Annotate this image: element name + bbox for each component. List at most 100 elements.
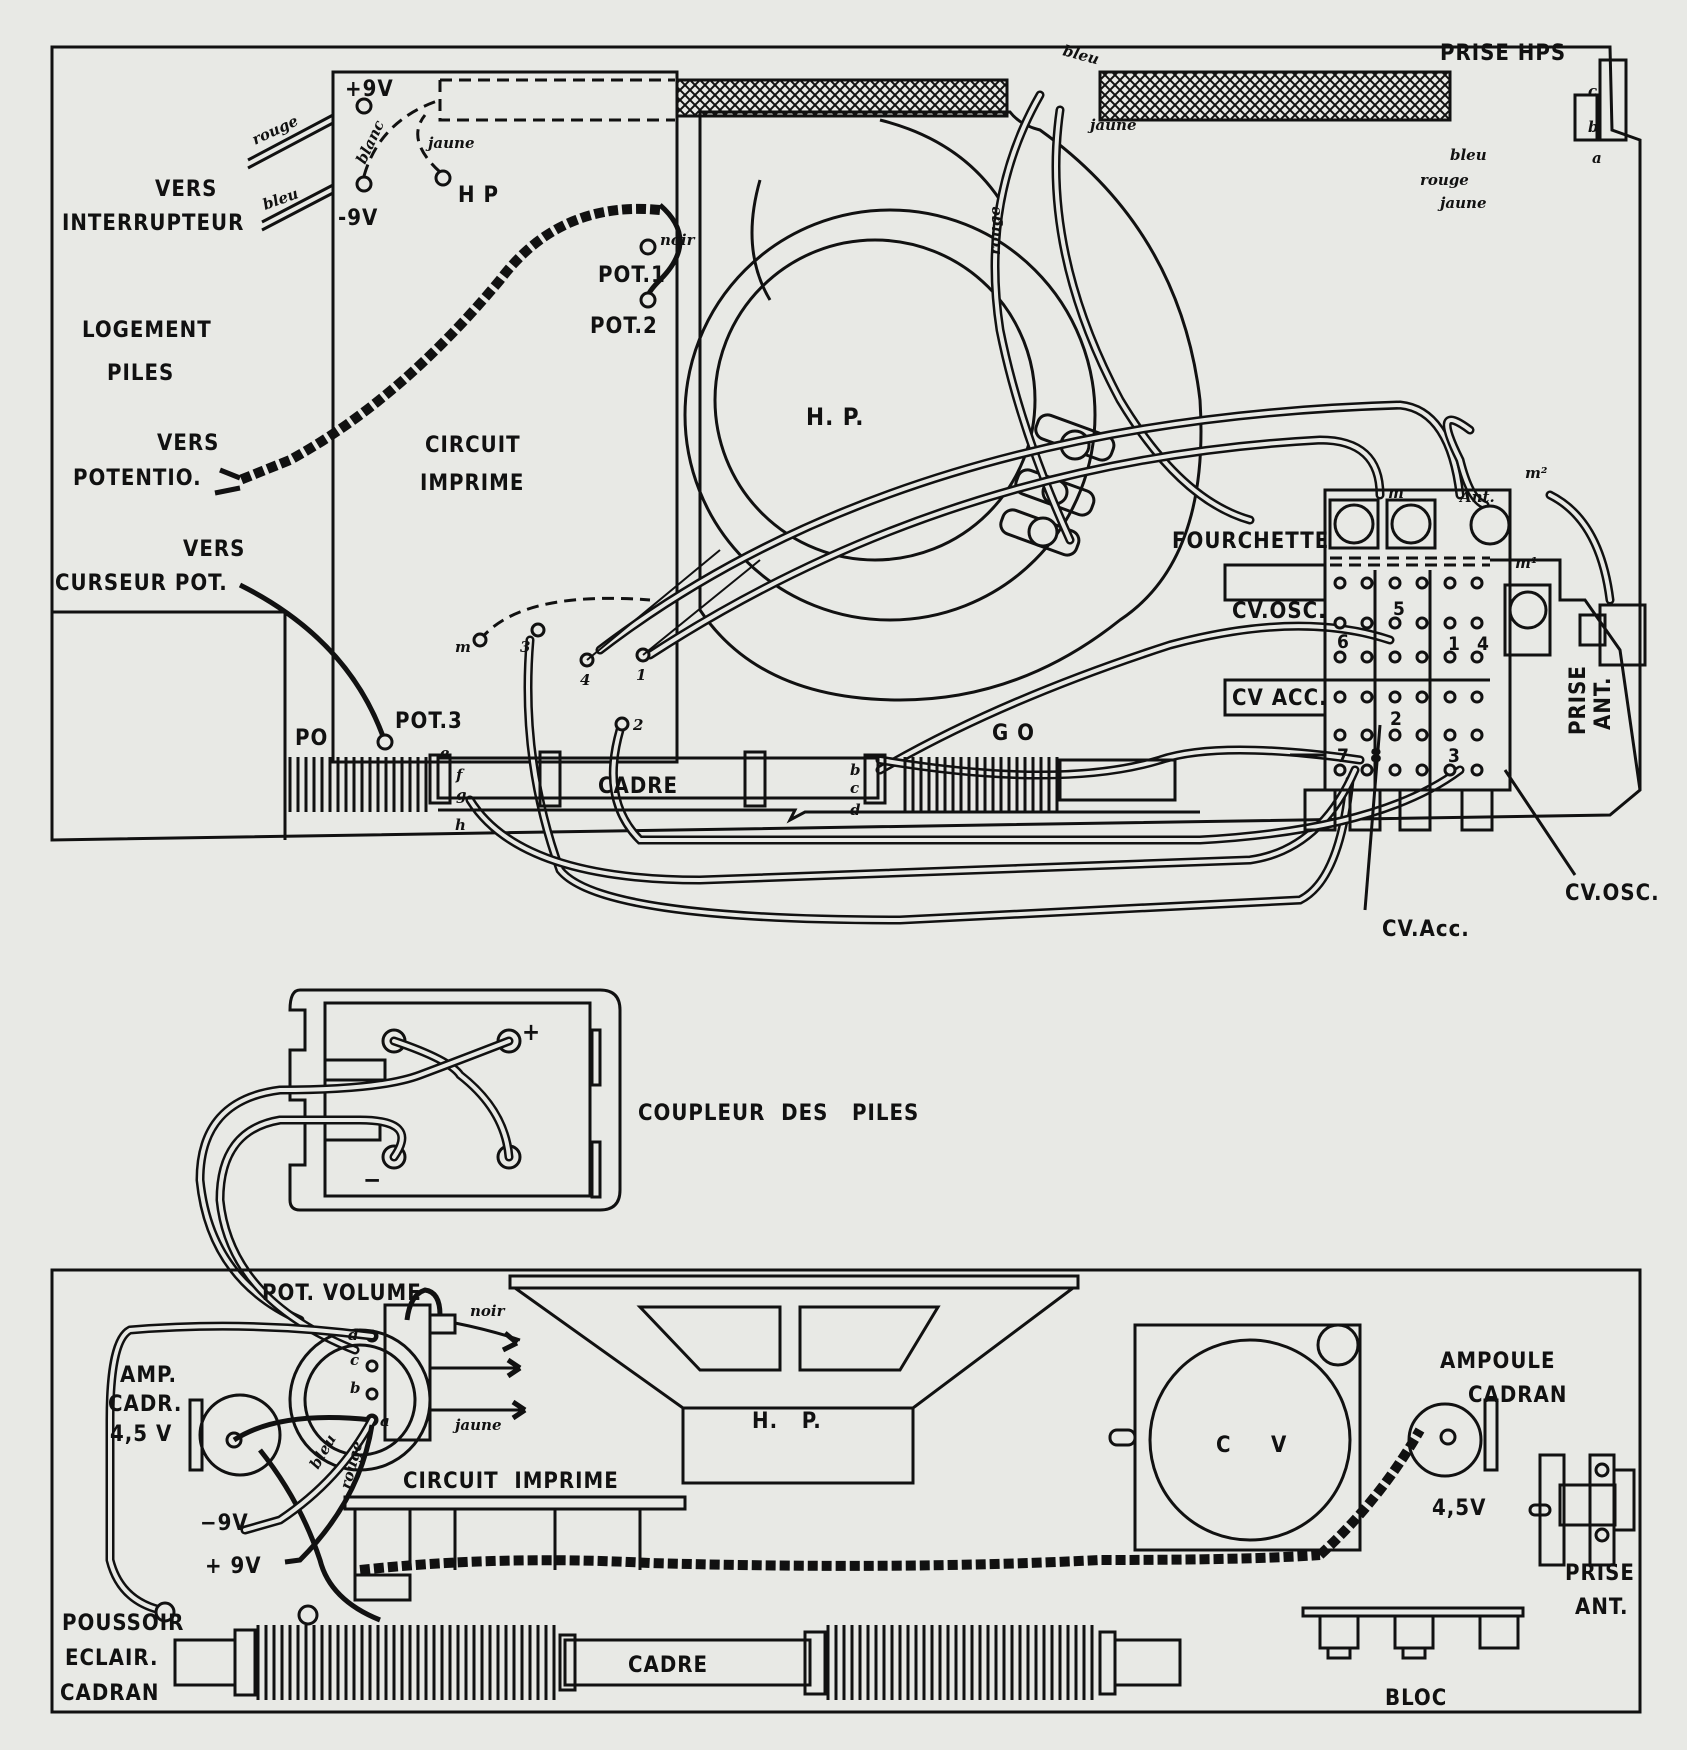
wire-blanc xyxy=(362,98,441,177)
twisted-wire xyxy=(359,1550,1321,1575)
wire-bleu-front xyxy=(258,1448,381,1623)
hps-jack xyxy=(1598,58,1628,142)
wire-label-bleu: bleu xyxy=(260,184,301,213)
wire-jaune xyxy=(416,114,442,174)
label-ampoule: AMPOULE xyxy=(1440,1349,1556,1374)
tuning-block xyxy=(1223,488,1647,792)
label-coupleur: COUPLEUR DES PILES xyxy=(638,1101,919,1126)
lamp-left xyxy=(188,1393,282,1477)
block-solder-point xyxy=(1415,763,1429,777)
label-cadre-top: CADRE xyxy=(598,774,678,799)
label-prise-ant-front-2: ANT. xyxy=(1575,1595,1629,1620)
frame-pin-f: f xyxy=(455,766,465,784)
pcb-point-m xyxy=(472,632,488,648)
frame-pin-h: h xyxy=(455,816,466,834)
wire-noir-jaune xyxy=(644,203,683,308)
frame-pin-e: e xyxy=(440,744,450,762)
loudspeaker-outer-ring xyxy=(683,208,1097,622)
variable-capacitor xyxy=(1108,1323,1362,1552)
block-mark-m: m xyxy=(1388,484,1404,502)
label-prise-ant-front-1: PRISE xyxy=(1565,1561,1635,1586)
block-num-4: 4 xyxy=(1477,633,1490,655)
label-prise-ant-1: PRISE xyxy=(1566,665,1591,735)
coil-front-left xyxy=(256,1625,556,1700)
label-cadre-front: CADRE xyxy=(628,1653,708,1678)
pointer-cv-osc xyxy=(1503,769,1577,876)
label-vers-interrupteur-1: VERS xyxy=(155,177,217,202)
coil-go xyxy=(903,757,1059,812)
label-cv-acc: CV ACC. xyxy=(1232,686,1328,711)
block-solder-point xyxy=(1443,763,1457,777)
hps-jack-body xyxy=(1573,93,1599,142)
block-solder-point xyxy=(1333,763,1347,777)
front-antenna-jack xyxy=(1528,1453,1636,1567)
pointer-cv-acc xyxy=(1363,724,1382,911)
frame-pin-c: c xyxy=(850,779,859,797)
front-chassis-outline xyxy=(50,1268,1642,1714)
frame-pin-g: g xyxy=(456,786,467,804)
label-poussoir: POUSSOIR xyxy=(62,1611,184,1636)
block-num-7: 7 xyxy=(1337,745,1350,767)
pcb-label-m: m xyxy=(455,638,471,656)
wire-bleu xyxy=(261,183,334,232)
block-solder-point xyxy=(1470,690,1484,704)
wire-label-jaune-hps: jaune xyxy=(1087,116,1137,134)
braided-wire-pot xyxy=(238,203,661,485)
wire-label-jaune-right: jaune xyxy=(1437,194,1487,212)
top-view xyxy=(50,45,1647,925)
hps-pin-a: a xyxy=(1592,149,1602,167)
label-eclair: ECLAIR. xyxy=(65,1646,159,1671)
block-solder-point xyxy=(1415,728,1429,742)
wires-4-1 xyxy=(586,549,761,661)
wire-label-noir: noir xyxy=(660,231,696,249)
loudspeaker-frame xyxy=(698,110,1203,702)
pot-pin-c: c xyxy=(350,1351,359,1369)
coupler-minus: − xyxy=(363,1166,382,1194)
block-solder-point xyxy=(1443,616,1457,630)
label-circuit-imprime-front: CIRCUIT IMPRIME xyxy=(403,1469,619,1494)
block-solder-point xyxy=(1470,728,1484,742)
front-view xyxy=(50,1268,1642,1714)
block-solder-point xyxy=(1470,576,1484,590)
label-piles: PILES xyxy=(107,361,174,386)
block-solder-point xyxy=(1470,763,1484,777)
label-hp-terminal: H P xyxy=(458,183,499,208)
frame-pin-d: d xyxy=(850,801,861,819)
block-num-3: 3 xyxy=(1448,745,1461,767)
label-vers-curseur-2: CURSEUR POT. xyxy=(55,571,228,596)
label-fourchette: FOURCHETTE xyxy=(1172,529,1329,554)
label-vers-interrupteur-2: INTERRUPTEUR xyxy=(62,211,244,236)
pcb-label-4: 4 xyxy=(580,671,590,689)
coil-front-right xyxy=(826,1625,1094,1700)
label-cv: C V xyxy=(1216,1433,1287,1458)
label-cadran-push: CADRAN xyxy=(60,1681,159,1706)
label-4-5v-right: 4,5V xyxy=(1432,1496,1486,1521)
lamp-wire xyxy=(232,1415,373,1443)
arrow-potentio xyxy=(214,467,241,496)
shielded-cable-right xyxy=(1098,70,1452,122)
label-imprime: IMPRIME xyxy=(420,471,524,496)
label-vers-curseur-1: VERS xyxy=(183,537,245,562)
terminal-plus-9v xyxy=(355,97,373,115)
wire-label-blanc: blanc xyxy=(352,117,388,166)
label-po: PO xyxy=(295,726,328,751)
terminal-hp xyxy=(434,169,452,187)
label-bloc: BLOC xyxy=(1385,1686,1447,1711)
block-solder-point xyxy=(1333,576,1347,590)
block-solder-point xyxy=(1443,728,1457,742)
block-solder-point xyxy=(1360,616,1374,630)
block-solder-point xyxy=(1333,616,1347,630)
wire-label-rouge-right: rouge xyxy=(1420,171,1469,189)
block-mark-ant: Ant. xyxy=(1458,488,1495,506)
label-minus-9v: -9V xyxy=(338,206,378,231)
block-legs xyxy=(1303,788,1494,832)
block-solder-point xyxy=(1470,650,1484,664)
label-pot2: POT.2 xyxy=(590,314,658,339)
label-vers-potentio-2: POTENTIO. xyxy=(73,466,202,491)
wire-label-rouge-hp: rouge xyxy=(986,206,1004,255)
block-solder-point xyxy=(1388,576,1402,590)
block-solder-point xyxy=(1333,728,1347,742)
labels: VERS INTERRUPTEUR rouge bleu +9V -9V H P… xyxy=(55,41,1659,1711)
pot3-terminal xyxy=(376,733,394,751)
